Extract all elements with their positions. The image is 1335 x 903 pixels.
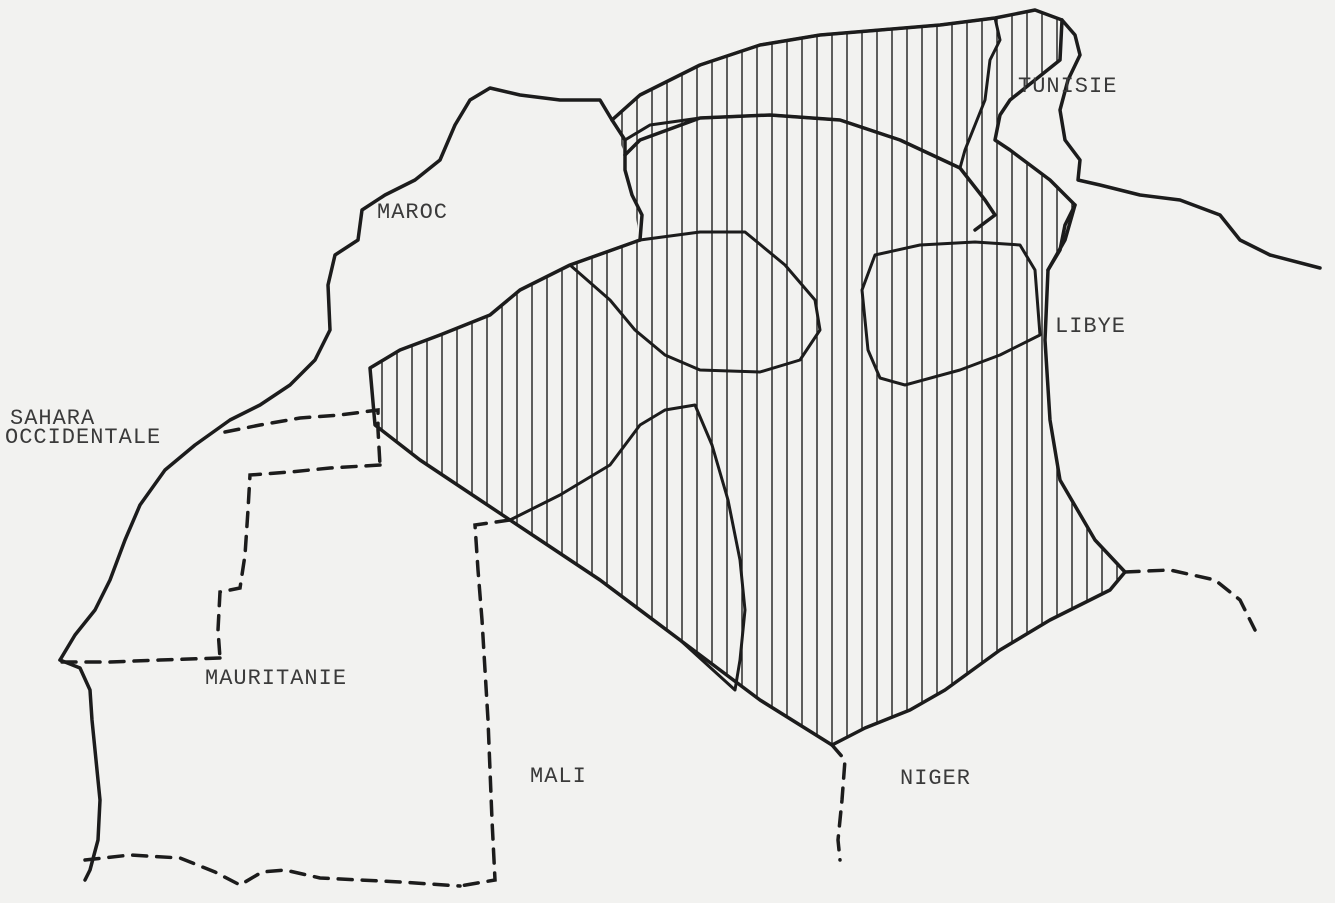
label-tunisie: TUNISIE: [1018, 74, 1117, 99]
sahara-mauritania-dashed-border: [60, 656, 222, 664]
grid-hatch-zone-east: [860, 240, 1042, 387]
tunisia-coast: [1058, 18, 1322, 270]
mauritania-dashed-border-south: [83, 853, 462, 888]
atlantic-coast-south: [58, 658, 102, 882]
label-maroc: MAROC: [377, 200, 448, 225]
morocco-algeria-border: [368, 238, 834, 747]
mauritania-dashed-border-north: [216, 463, 382, 660]
sahara-dashed-border-north: [223, 408, 382, 467]
label-sahara: SAHARA: [10, 406, 95, 431]
label-mali: MALI: [530, 764, 587, 789]
algeria-south-east-border: [610, 8, 1127, 747]
algeria-vertical-hatch-zone: [370, 10, 1125, 745]
algeria-interior-line: [623, 113, 997, 232]
label-mauritanie: MAURITANIE: [205, 666, 347, 691]
tunisia-libya-border: [1046, 203, 1077, 272]
label-occidentale: OCCIDENTALE: [5, 425, 161, 450]
mali-mauritania-dashed-border: [458, 518, 512, 888]
libya-niger-dashed-border: [1123, 568, 1257, 632]
label-niger: NIGER: [900, 766, 971, 791]
label-libye: LIBYE: [1055, 314, 1126, 339]
mali-niger-dashed-border: [830, 743, 847, 862]
coastline-north-africa: [58, 86, 644, 662]
grid-hatch-zone-north: [568, 230, 822, 374]
